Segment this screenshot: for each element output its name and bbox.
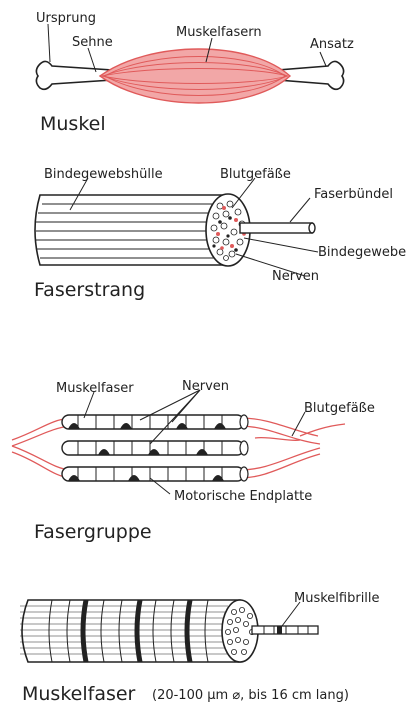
fiber-row-3 [62, 467, 248, 481]
label-nerven-strand: Nerven [272, 269, 319, 284]
title-fasergruppe: Fasergruppe [34, 521, 152, 543]
subtitle-muskelfaser: (20-100 µm ⌀, bis 16 cm lang) [152, 688, 349, 703]
label-faserbuendel: Faserbündel [314, 187, 393, 202]
label-motorische-endplatte: Motorische Endplatte [174, 489, 312, 504]
title-muskelfaser: Muskelfaser [22, 683, 136, 705]
panel-muskel: Ursprung Sehne Muskelfasern Ansatz Muske… [36, 11, 354, 135]
panel-faserstrang: Bindegewebshülle Blutgefäße Faserbündel … [34, 167, 406, 301]
label-bindegewebe: Bindegewebe [318, 245, 406, 260]
label-blutgefaesse-strand: Blutgefäße [220, 167, 291, 182]
fiber-row-1 [62, 415, 248, 429]
title-faserstrang: Faserstrang [34, 279, 145, 301]
myofibril-protrusion [252, 626, 318, 634]
label-nerven-group: Nerven [182, 379, 229, 394]
label-muskelfaser-group: Muskelfaser [56, 381, 134, 396]
label-muskelfibrille: Muskelfibrille [294, 591, 380, 606]
muscle-fibers-group [62, 415, 248, 481]
fiber-bundle-protrusion [240, 223, 315, 233]
label-sehne: Sehne [72, 35, 113, 50]
label-ansatz: Ansatz [310, 37, 354, 52]
fiber-strand-cylinder [35, 195, 225, 265]
label-blutgefaesse-group: Blutgefäße [304, 401, 375, 416]
label-muskelfasern: Muskelfasern [176, 25, 262, 40]
label-ursprung: Ursprung [36, 11, 96, 26]
label-bindegewebshuelle: Bindegewebshülle [44, 167, 163, 182]
panel-muskelfaser: Muskelfibrille Muskelfaser (20-100 µm ⌀,… [20, 591, 380, 705]
title-muskel: Muskel [40, 113, 106, 135]
panel-fasergruppe: Muskelfaser Nerven Blutgefäße Motorische… [12, 379, 375, 543]
muscle-belly [100, 49, 290, 103]
fiber-row-2 [62, 441, 248, 455]
single-fiber-body [20, 600, 240, 662]
